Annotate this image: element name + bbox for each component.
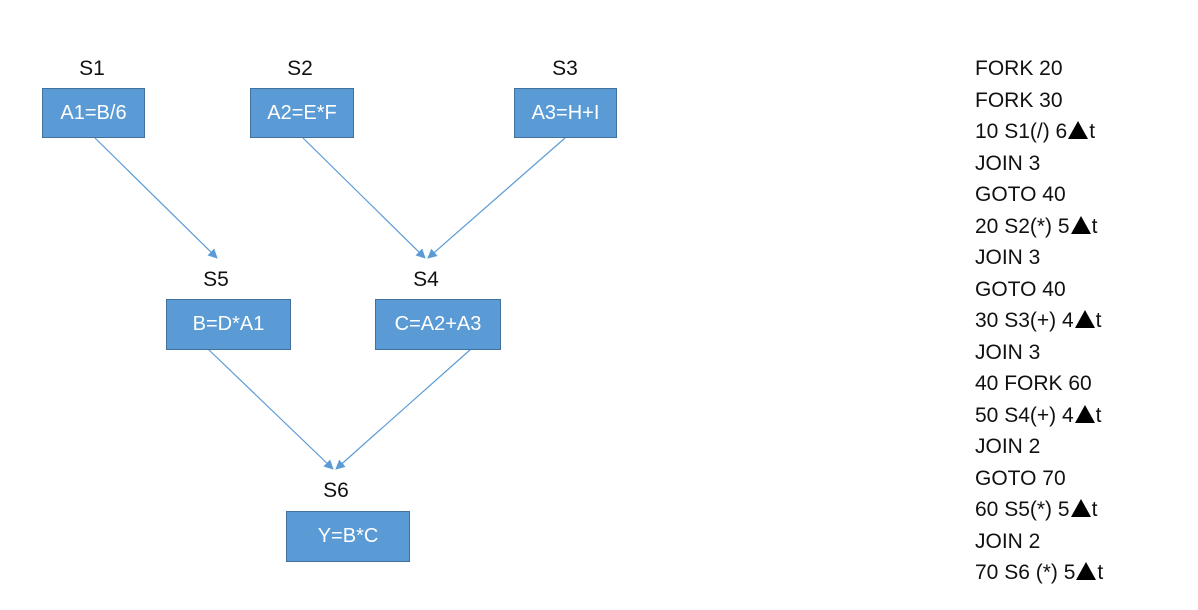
program-line-text: FORK 30 [975, 88, 1063, 112]
program-line: 40 FORK 60 [975, 368, 1103, 400]
program-line-time-unit: t [1091, 214, 1098, 238]
node-label-s3: S3 [552, 57, 578, 80]
program-line-text: JOIN 2 [975, 435, 1041, 458]
program-line-text: 70 S6 (*) 5 [975, 561, 1076, 584]
program-line-text: GOTO 40 [975, 183, 1066, 206]
program-line-text: 60 S5(*) 5 [975, 498, 1070, 521]
node-box-s4: C=A2+A3 [375, 299, 501, 350]
node-box-s3: A3=H+I [514, 88, 617, 138]
edge-s1-s5 [94, 137, 218, 259]
program-line-time-unit: t [1097, 561, 1104, 584]
triangle-icon [1074, 310, 1095, 328]
node-label-s2: S2 [287, 57, 313, 80]
edge-s4-s6 [335, 348, 472, 470]
program-line-text: JOIN 3 [975, 340, 1041, 364]
triangle-icon [1074, 404, 1095, 423]
triangle-icon [1068, 121, 1089, 139]
program-line: JOIN 2 [975, 431, 1103, 463]
program-line: FORK 30 [975, 85, 1103, 117]
program-line: FORK 20 [975, 53, 1103, 85]
program-line-text: FORK 20 [975, 57, 1063, 80]
program-line-time-unit: t [1091, 498, 1098, 521]
edge-s2-s4 [302, 137, 426, 259]
program-line: GOTO 70 [975, 463, 1103, 495]
program-line: 30 S3(+) 4 t [975, 305, 1103, 337]
program-line: 60 S5(*) 5 t [975, 494, 1103, 526]
program-line-text: JOIN 3 [975, 151, 1041, 175]
program-line: JOIN 3 [975, 148, 1103, 180]
program-line-text: GOTO 70 [975, 466, 1066, 490]
node-label-s6: S6 [323, 479, 349, 502]
node-label-s4: S4 [413, 268, 439, 291]
triangle-icon [1076, 562, 1097, 580]
node-label-s1: S1 [79, 57, 105, 80]
program-line-text: JOIN 3 [975, 246, 1041, 269]
program-line-text: 10 S1(/) 6 [975, 120, 1068, 143]
program-line: 50 S4(+) 4 t [975, 400, 1103, 432]
program-line-time-unit: t [1095, 309, 1102, 332]
program-line-text: 40 FORK 60 [975, 372, 1092, 395]
node-box-s6: Y=B*C [286, 511, 410, 562]
program-line-text: 20 S2(*) 5 [975, 214, 1070, 238]
program-line-text: 50 S4(+) 4 [975, 403, 1074, 427]
edge-s3-s4 [427, 137, 566, 259]
program-line: 10 S1(/) 6 t [975, 116, 1103, 148]
program-line-text: 30 S3(+) 4 [975, 309, 1074, 332]
program-line: 20 S2(*) 5 t [975, 211, 1103, 243]
program-line-time-unit: t [1095, 403, 1102, 427]
program-line: JOIN 3 [975, 242, 1103, 274]
triangle-icon [1070, 499, 1091, 517]
node-box-s5: B=D*A1 [166, 299, 291, 350]
program-line: 70 S6 (*) 5 t [975, 557, 1103, 589]
node-box-s2: A2=E*F [250, 88, 354, 138]
program-line: JOIN 2 [975, 526, 1103, 558]
program-line-text: JOIN 2 [975, 529, 1041, 553]
program-line-text: GOTO 40 [975, 277, 1066, 301]
program-line: GOTO 40 [975, 179, 1103, 211]
program-line: GOTO 40 [975, 274, 1103, 306]
node-box-s1: A1=B/6 [42, 88, 145, 138]
edge-s5-s6 [207, 348, 334, 470]
program-line: JOIN 3 [975, 337, 1103, 369]
program-line-time-unit: t [1089, 120, 1096, 143]
triangle-icon [1070, 215, 1091, 234]
node-label-s5: S5 [203, 268, 229, 291]
